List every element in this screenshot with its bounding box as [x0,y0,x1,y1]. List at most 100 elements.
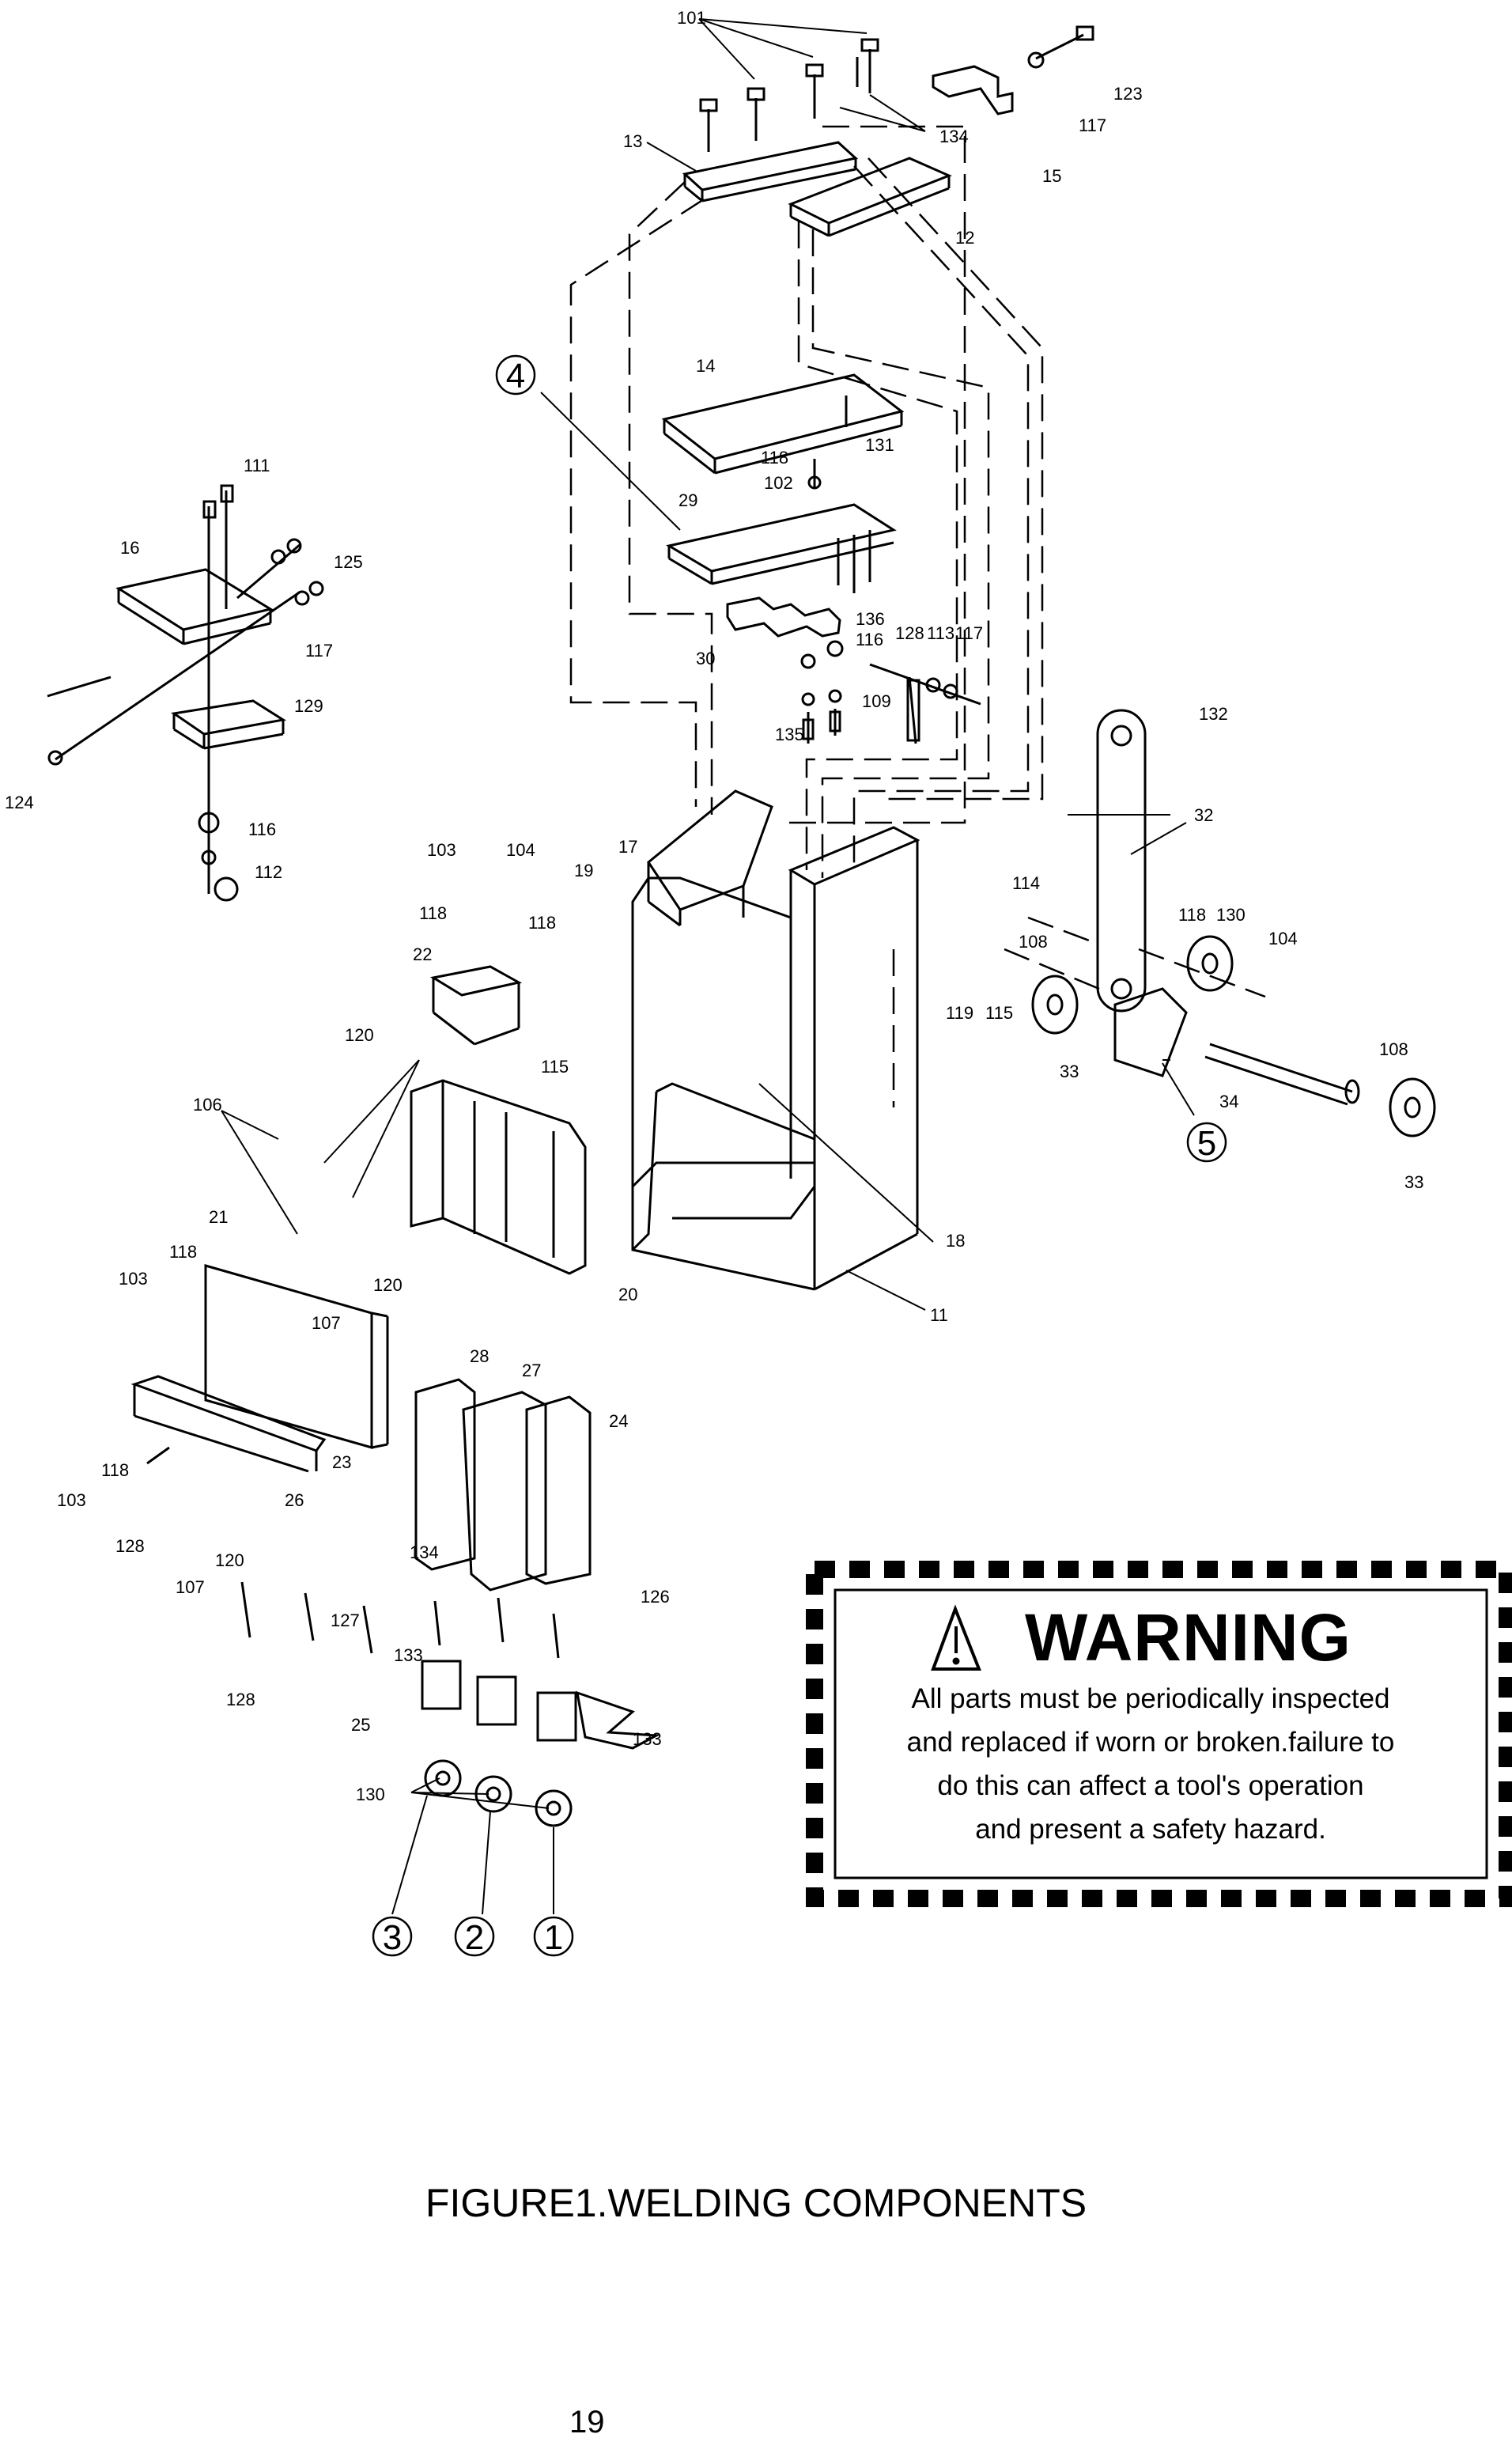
part-label: 16 [120,538,139,558]
part-label: 32 [1194,805,1213,825]
part-label: 116 [856,630,883,649]
part-label: 14 [696,356,715,376]
part-label: 120 [345,1025,374,1045]
part-label: 108 [1019,932,1048,952]
part-label: 117 [305,641,333,661]
part-label: 118 [169,1242,197,1262]
warning-line: do this can affect a tool's operation [937,1770,1364,1801]
part-label: 130 [356,1785,385,1804]
part-label: 136 [856,609,885,629]
part-label: 125 [334,552,363,572]
callout-circles [372,354,1227,1957]
warning-line: and present a safety hazard. [975,1814,1326,1845]
callout-5: 5 [1197,1124,1216,1163]
part-number-labels: 101 13 134 123 117 15 12 14 118 102 131 … [5,8,1423,1804]
part-label: 124 [5,793,34,812]
part-label: 15 [1042,166,1061,186]
part-label: 103 [427,840,456,860]
block-17 [646,789,773,927]
top-plate-12 [788,157,952,237]
block-22 [429,965,523,1046]
part-label: 27 [522,1361,541,1380]
part-label: 102 [764,473,793,493]
part-label: 19 [574,861,593,880]
callout-2: 2 [465,1918,484,1957]
part-label: 133 [394,1645,423,1665]
part-label: 118 [101,1460,129,1480]
punch-28 [414,1378,476,1571]
bracket-15 [932,65,1014,115]
part-label: 111 [244,456,270,475]
part-label: 20 [618,1285,637,1304]
part-label: 123 [1113,84,1143,104]
warning-title: WARNING [1025,1600,1351,1675]
left-screws [47,484,324,902]
springs [146,1446,560,1659]
part-label: 29 [679,490,697,510]
part-label: 115 [541,1057,569,1077]
part-label: 134 [939,127,969,146]
punch-27 [462,1391,547,1592]
warning-line: All parts must be periodically inspected [911,1683,1390,1714]
part-label: 108 [1379,1039,1408,1059]
part-label: 112 [255,862,282,882]
warning-message: All parts must be periodically inspected… [834,1677,1467,1851]
part-label: 120 [373,1275,403,1295]
part-label: 118 [1178,905,1206,925]
bracket-16 [115,568,274,645]
part-label: 17 [618,837,637,857]
bracket-129 [171,699,287,750]
part-label: 126 [641,1587,670,1607]
part-label: 128 [226,1690,255,1709]
punch-24 [525,1395,592,1585]
part-label: 33 [1060,1062,1079,1081]
part-label: 117 [955,623,983,643]
part-label: 107 [176,1577,205,1597]
main-frame-11 [631,826,920,1291]
part-label: 115 [985,1003,1013,1023]
part-label: 128 [115,1536,145,1556]
callout-numbers: 4 5 3 2 1 [383,357,1216,1957]
plate-29 [665,503,897,593]
page-number: 19 [569,2405,605,2440]
part-label: 129 [294,696,323,716]
warning-line: and replaced if worn or broken.failure t… [906,1727,1395,1758]
part-label: 103 [119,1269,148,1289]
callout-3: 3 [383,1918,402,1957]
part-label: 25 [351,1715,370,1735]
part-label: 22 [413,944,432,964]
part-label: 23 [332,1452,351,1472]
plate-14 [661,373,905,475]
plate-21 [204,1264,389,1449]
part-label: 106 [193,1095,222,1115]
part-label: 118 [761,448,788,467]
part-label: 119 [946,1003,973,1023]
part-label: 133 [633,1729,662,1749]
part-label: 33 [1404,1172,1423,1192]
callout-1: 1 [544,1918,563,1957]
part-label: 24 [609,1411,628,1431]
part-label: 128 [895,623,924,643]
part-20 [410,1079,587,1275]
part-label: 13 [623,131,642,151]
part-label: 18 [946,1231,965,1251]
part-label: 11 [930,1305,948,1325]
part-label: 118 [528,913,556,933]
part-label: 113 [927,623,954,643]
wheels [1031,935,1436,1137]
figure-caption: FIGURE1.WELDING COMPONENTS [425,2181,1087,2225]
part-label: 132 [1199,704,1228,724]
part-label: 134 [410,1542,439,1562]
part-label: 26 [285,1490,304,1510]
part-label: 107 [312,1313,341,1333]
part-label: 34 [1219,1092,1238,1111]
part-label: 127 [331,1611,360,1630]
top-plate-13 [682,141,859,203]
part-30 [726,596,841,638]
top-bolts [699,25,1094,152]
part-label: 118 [419,903,447,923]
part-label: 12 [955,228,974,248]
part-label: 28 [470,1346,489,1366]
part-label: 116 [248,819,276,839]
